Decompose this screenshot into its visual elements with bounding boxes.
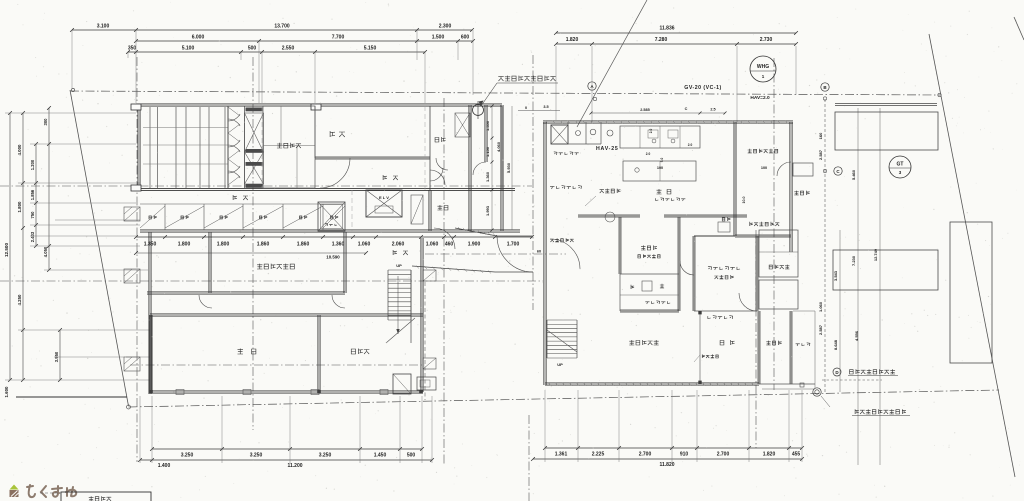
svg-text:1.900: 1.900 — [468, 242, 481, 248]
svg-text:2.0: 2.0 — [688, 143, 693, 147]
svg-text:4.060: 4.060 — [496, 141, 501, 152]
svg-text:11.200: 11.200 — [287, 463, 302, 469]
svg-text:455: 455 — [792, 452, 801, 458]
svg-text:1.600: 1.600 — [4, 386, 9, 398]
svg-text:2.700: 2.700 — [717, 452, 730, 458]
svg-text:13.700: 13.700 — [274, 24, 290, 30]
svg-text:1.060: 1.060 — [426, 242, 439, 248]
svg-text:GV-20 (VC-1): GV-20 (VC-1) — [684, 85, 721, 91]
svg-text:C: C — [685, 107, 688, 111]
svg-text:460: 460 — [445, 242, 454, 248]
svg-text:C: C — [836, 169, 840, 174]
svg-text:0: 0 — [525, 106, 527, 110]
svg-text:1.856: 1.856 — [30, 189, 35, 200]
svg-text:11.820: 11.820 — [659, 462, 674, 468]
svg-text:3.250: 3.250 — [319, 453, 332, 459]
svg-text:100: 100 — [761, 166, 767, 170]
svg-text:1.820: 1.820 — [566, 37, 579, 43]
svg-text:1.150: 1.150 — [485, 146, 490, 157]
svg-text:12.749: 12.749 — [873, 248, 878, 261]
svg-text:WHG: WHG — [757, 64, 769, 70]
svg-text:100: 100 — [657, 166, 663, 170]
svg-text:7.280: 7.280 — [655, 37, 668, 43]
svg-text:3.5: 3.5 — [543, 105, 548, 109]
svg-text:2.060: 2.060 — [392, 242, 405, 248]
svg-text:1.820: 1.820 — [763, 452, 776, 458]
svg-text:160: 160 — [818, 132, 823, 139]
svg-text:UP: UP — [557, 362, 563, 367]
svg-text:1.060: 1.060 — [358, 242, 371, 248]
svg-text:300: 300 — [43, 118, 48, 126]
svg-text:A: A — [590, 84, 594, 89]
svg-text:1.060: 1.060 — [818, 301, 823, 312]
svg-text:10.590: 10.590 — [326, 255, 340, 260]
svg-text:1.200: 1.200 — [30, 159, 35, 170]
svg-text:10.0: 10.0 — [742, 197, 746, 204]
svg-text:2.550: 2.550 — [282, 46, 295, 52]
svg-text:4.050: 4.050 — [43, 246, 48, 257]
svg-text:5.100: 5.100 — [182, 46, 195, 52]
svg-text:5.150: 5.150 — [364, 46, 377, 52]
svg-text:8.648: 8.648 — [833, 339, 838, 350]
svg-text:3.543: 3.543 — [833, 270, 838, 281]
svg-text:910: 910 — [680, 452, 689, 458]
svg-text:UP: UP — [396, 263, 402, 268]
svg-text:3.100: 3.100 — [97, 24, 110, 30]
svg-text:2.700: 2.700 — [639, 452, 652, 458]
svg-text:5.0: 5.0 — [660, 158, 664, 163]
svg-text:2.587: 2.587 — [818, 324, 823, 335]
svg-text:6.000: 6.000 — [192, 35, 205, 41]
svg-text:4.556: 4.556 — [854, 330, 859, 341]
svg-text:B: B — [823, 85, 827, 90]
svg-text:750: 750 — [30, 211, 35, 219]
svg-text:5.460: 5.460 — [851, 169, 856, 180]
svg-text:1.350: 1.350 — [144, 242, 157, 248]
svg-text:HAV=2.0: HAV=2.0 — [750, 95, 770, 101]
svg-text:1.993: 1.993 — [485, 205, 490, 216]
svg-text:2.587: 2.587 — [818, 149, 823, 160]
svg-text:1.800: 1.800 — [178, 242, 191, 248]
svg-text:2.225: 2.225 — [592, 452, 605, 458]
svg-text:3.250: 3.250 — [250, 453, 263, 459]
svg-text:1.360: 1.360 — [332, 242, 345, 248]
svg-text:GT: GT — [897, 162, 904, 168]
svg-text:1.860: 1.860 — [297, 242, 310, 248]
svg-text:4.000: 4.000 — [17, 144, 22, 156]
svg-text:1.360: 1.360 — [485, 171, 490, 182]
svg-text:500: 500 — [407, 453, 416, 459]
svg-text:11.836: 11.836 — [659, 26, 674, 32]
svg-text:1.550: 1.550 — [485, 120, 490, 131]
svg-text:350: 350 — [128, 46, 137, 52]
svg-text:1.700: 1.700 — [507, 242, 520, 248]
svg-text:2.0: 2.0 — [646, 152, 651, 156]
svg-text:2.300: 2.300 — [439, 24, 452, 30]
svg-text:3.950: 3.950 — [54, 351, 59, 362]
svg-text:12.500: 12.500 — [4, 243, 9, 257]
svg-text:1.500: 1.500 — [432, 35, 445, 41]
svg-text:1.800: 1.800 — [17, 201, 22, 213]
svg-text:2.730: 2.730 — [760, 37, 773, 43]
svg-text:2.403: 2.403 — [30, 231, 35, 242]
svg-text:1.800: 1.800 — [217, 242, 230, 248]
svg-text:2.0: 2.0 — [649, 129, 653, 134]
svg-text:1: 1 — [762, 74, 765, 79]
svg-text:5.930: 5.930 — [506, 162, 511, 173]
svg-text:60: 60 — [537, 250, 541, 254]
svg-text:D: D — [835, 370, 839, 375]
svg-text:1.361: 1.361 — [555, 452, 568, 458]
svg-text:1.400: 1.400 — [158, 463, 171, 469]
svg-text:7.230: 7.230 — [851, 255, 856, 266]
svg-text:1.860: 1.860 — [257, 242, 270, 248]
svg-text:2.585: 2.585 — [640, 108, 650, 112]
svg-text:2.5: 2.5 — [710, 108, 715, 112]
svg-text:3.250: 3.250 — [181, 453, 194, 459]
svg-text:HAV-25: HAV-25 — [596, 146, 619, 152]
svg-text:500: 500 — [248, 46, 257, 52]
svg-text:600: 600 — [461, 35, 470, 41]
svg-text:E L V: E L V — [379, 195, 389, 200]
svg-text:3: 3 — [899, 170, 902, 175]
svg-text:1.450: 1.450 — [374, 453, 387, 459]
svg-text:7.700: 7.700 — [332, 35, 345, 41]
